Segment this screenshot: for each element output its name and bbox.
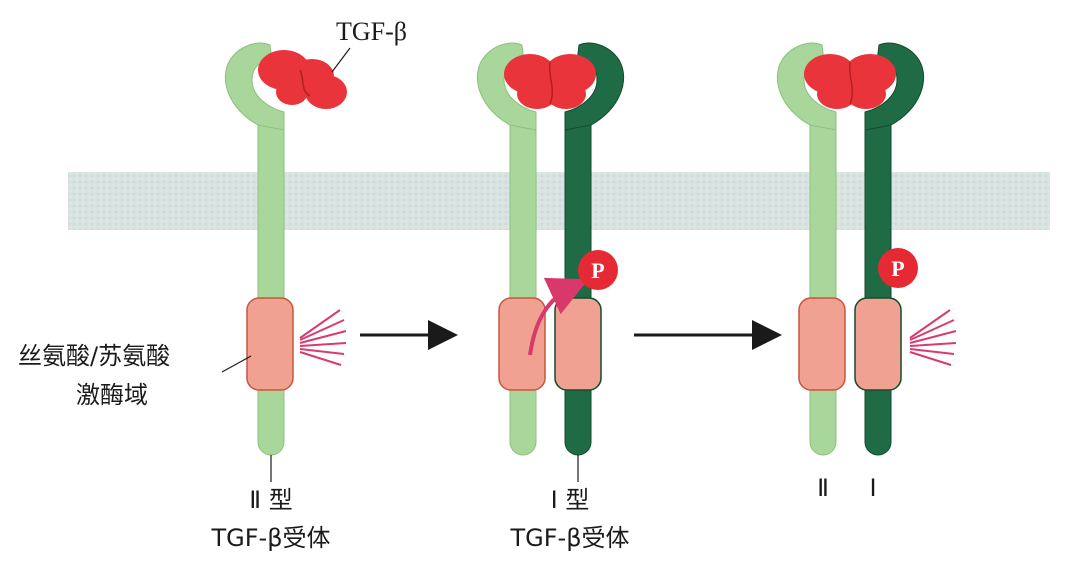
- phosphate-group-stage2: [578, 250, 618, 290]
- stage2-type1-extracellular-domain: [564, 42, 625, 131]
- tgf-beta-ligand: [258, 50, 347, 109]
- type1-receptor-label-line1: Ⅰ 型: [551, 486, 590, 514]
- kinase-domain-label-line2: 激酶域: [76, 381, 148, 409]
- stage3-type2-extracellular-domain: [776, 42, 837, 131]
- complex-type1-label: Ⅰ: [869, 474, 876, 502]
- stage2-type2-stalk: [509, 109, 537, 456]
- stage2-type1-kinase-domain: [554, 297, 602, 391]
- phosphate-label-stage3: P: [891, 256, 904, 281]
- kinase-domain-leader-line: [221, 355, 252, 373]
- phosphate-label-stage2: P: [591, 258, 604, 283]
- type1-receptor-label-line2: TGF-β受体: [509, 524, 629, 552]
- stage3-type1-kinase-domain: [854, 297, 902, 391]
- stage2-tgf-beta-ligand: [504, 54, 596, 109]
- type2-receptor-stalk: [257, 109, 285, 456]
- kinase-domain-label-line1: 丝氨酸/苏氨酸: [18, 342, 170, 370]
- stage3-activated-complex: P Ⅱ Ⅰ: [776, 42, 957, 502]
- cell-membrane: [68, 172, 1050, 230]
- phosphate-group-stage3: [878, 248, 918, 288]
- stage3-type2-stalk: [809, 109, 837, 456]
- activity-rays-stage3: [909, 309, 957, 366]
- type2-receptor-label-line1: Ⅱ 型: [249, 486, 292, 514]
- ligand-leader-line: [331, 47, 351, 73]
- complex-type2-label: Ⅱ: [817, 474, 829, 502]
- stage2-type2-extracellular-domain: [476, 42, 537, 131]
- stage2-type2-kinase-domain: [498, 297, 546, 391]
- ligand-label: TGF-β: [336, 17, 407, 46]
- stage3-tgf-beta-ligand: [804, 54, 896, 109]
- activity-rays-stage1: [299, 309, 347, 366]
- type2-kinase-domain: [246, 297, 294, 391]
- type2-receptor-label-line2: TGF-β受体: [210, 524, 330, 552]
- stage2-receptor-complex: P Ⅰ 型 TGF-β受体: [476, 42, 630, 552]
- stage1-type2-receptor: TGF-β 丝氨酸/苏氨酸 激酶域 Ⅱ 型 TGF-β受体: [18, 17, 407, 552]
- stage3-type1-extracellular-domain: [864, 42, 925, 131]
- phosphorylation-arrow: [528, 277, 589, 356]
- stage3-type2-kinase-domain: [798, 297, 846, 391]
